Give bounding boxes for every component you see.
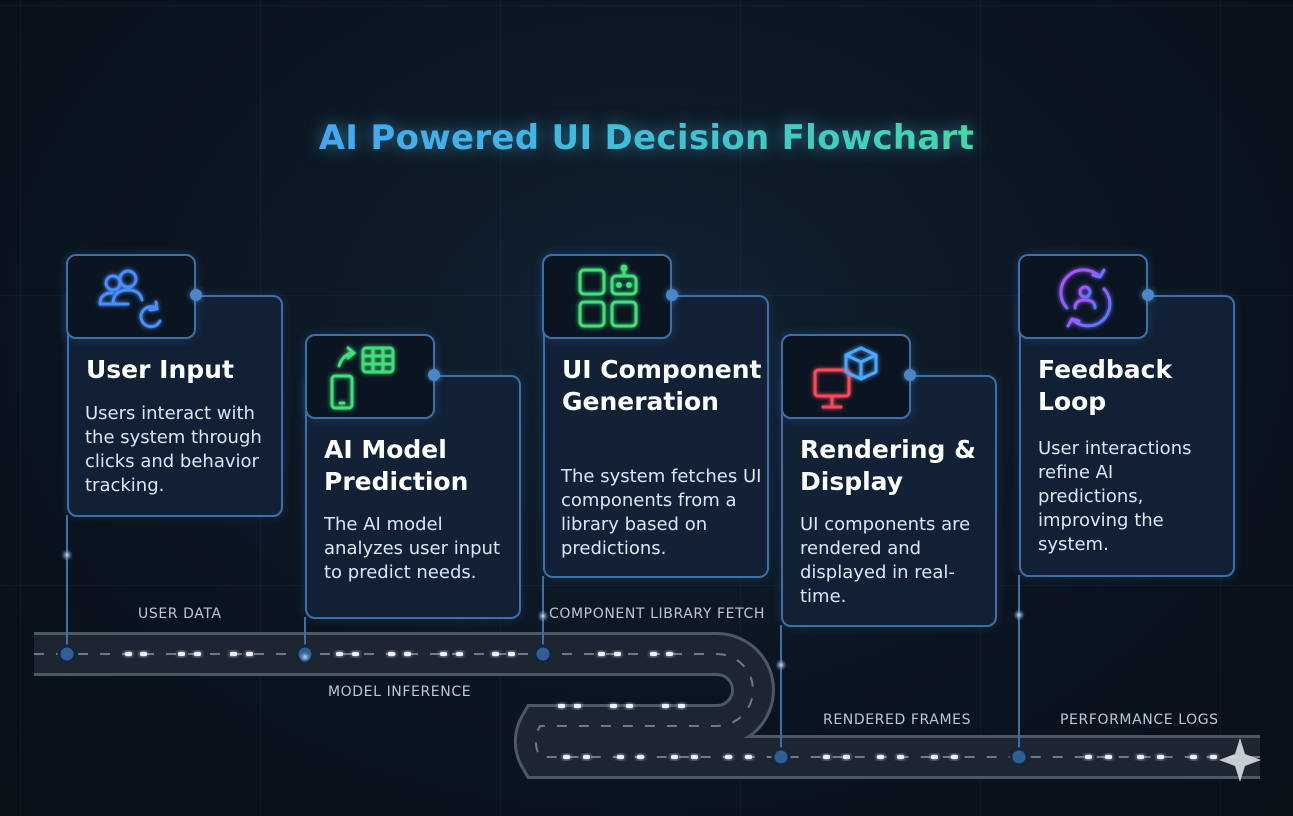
lane-light (388, 652, 395, 656)
step-title-user-input: User Input (86, 355, 234, 384)
step-title-feedback-loop: Feedback Loop (1038, 355, 1173, 416)
page-title: AI Powered UI Decision Flowchart (0, 118, 1293, 158)
lane-light (666, 652, 673, 656)
lane-light (558, 704, 565, 708)
lane-light (725, 755, 732, 759)
lane-light (637, 755, 644, 759)
connector-spark (537, 610, 549, 622)
lane-light (178, 652, 185, 656)
step-title-ui-component-generation: UI Component Generation (562, 355, 762, 416)
track-node (771, 747, 791, 767)
step-icon-box-feedback-loop (1018, 254, 1148, 339)
track-node (57, 644, 77, 664)
lane-light (650, 652, 657, 656)
lane-light (662, 704, 669, 708)
connector-node-feedback-loop (1142, 289, 1154, 301)
connector-spark (299, 651, 311, 663)
lane-light (1157, 755, 1164, 759)
lane-light (897, 755, 904, 759)
connector-spark (1013, 609, 1025, 621)
lane-light (574, 704, 581, 708)
pipeline-label-performance-logs: PERFORMANCE LOGS (1060, 712, 1219, 728)
track-node (1009, 747, 1029, 767)
step-icon-box-ai-model-prediction (305, 334, 435, 419)
lane-light (125, 652, 132, 656)
pipeline-label-rendered-frames: RENDERED FRAMES (823, 712, 972, 728)
step-description-rendering-display: UI components are rendered and displayed… (800, 514, 971, 607)
lane-light (610, 704, 617, 708)
lane-light (230, 652, 237, 656)
step-title-ai-model-prediction: AI Model Prediction (324, 435, 469, 496)
user-cycle-icon (1059, 268, 1112, 328)
pipeline-label-model-inference: MODEL INFERENCE (328, 684, 472, 700)
track-node (533, 644, 553, 664)
phone-grid-icon (330, 346, 395, 410)
lane-light (492, 652, 499, 656)
component-grid-robot-icon (578, 264, 638, 328)
step-card-feedback-loop (1019, 295, 1235, 577)
lane-light (877, 755, 884, 759)
lane-light (336, 652, 343, 656)
lane-light (671, 755, 678, 759)
connector-spark (775, 659, 787, 671)
lane-light (1137, 755, 1144, 759)
step-description-feedback-loop: User interactions refine AI predictions,… (1038, 438, 1192, 555)
connector-node-rendering-display (904, 369, 916, 381)
pipeline-label-user-data: USER DATA (138, 606, 222, 622)
step-icon-box-ui-component-generation (542, 254, 672, 339)
step-icon-box-user-input (66, 254, 196, 339)
lane-light (951, 755, 958, 759)
lane-light (456, 652, 463, 656)
lane-light (1210, 755, 1217, 759)
pipeline-track (34, 632, 1260, 779)
lane-light (583, 755, 590, 759)
lane-light (745, 755, 752, 759)
lane-light (194, 652, 201, 656)
lane-light (404, 652, 411, 656)
step-connectors (57, 515, 1029, 767)
lane-light (1105, 755, 1112, 759)
lane-light (508, 652, 515, 656)
connector-spark (61, 549, 73, 561)
step-description-ai-model-prediction: The AI model analyzes user input to pred… (324, 514, 501, 583)
lane-light (563, 755, 570, 759)
pipeline-label-component-library-fetch: COMPONENT LIBRARY FETCH (549, 606, 765, 622)
pipeline-lights (125, 652, 1217, 759)
lane-light (1085, 755, 1092, 759)
lane-light (140, 652, 147, 656)
users-refresh-icon (98, 269, 162, 329)
lane-light (617, 755, 624, 759)
step-description-user-input: Users interact with the system through c… (85, 403, 262, 496)
lane-light (691, 755, 698, 759)
lane-light (246, 652, 253, 656)
lane-light (352, 652, 359, 656)
lane-light (931, 755, 938, 759)
connector-node-ui-component-generation (666, 289, 678, 301)
lane-light (823, 755, 830, 759)
lane-light (678, 704, 685, 708)
lane-light (598, 652, 605, 656)
lane-light (614, 652, 621, 656)
end-star (1219, 738, 1261, 782)
lane-light (843, 755, 850, 759)
connector-node-user-input (190, 289, 202, 301)
lane-light (440, 652, 447, 656)
monitor-cube-icon (813, 346, 878, 409)
connector-node-ai-model-prediction (428, 369, 440, 381)
step-icon-box-rendering-display (781, 334, 911, 419)
step-description-ui-component-generation: The system fetches UI components from a … (561, 466, 762, 559)
step-title-rendering-display: Rendering & Display (800, 435, 976, 496)
lane-light (626, 704, 633, 708)
lane-light (1190, 755, 1197, 759)
